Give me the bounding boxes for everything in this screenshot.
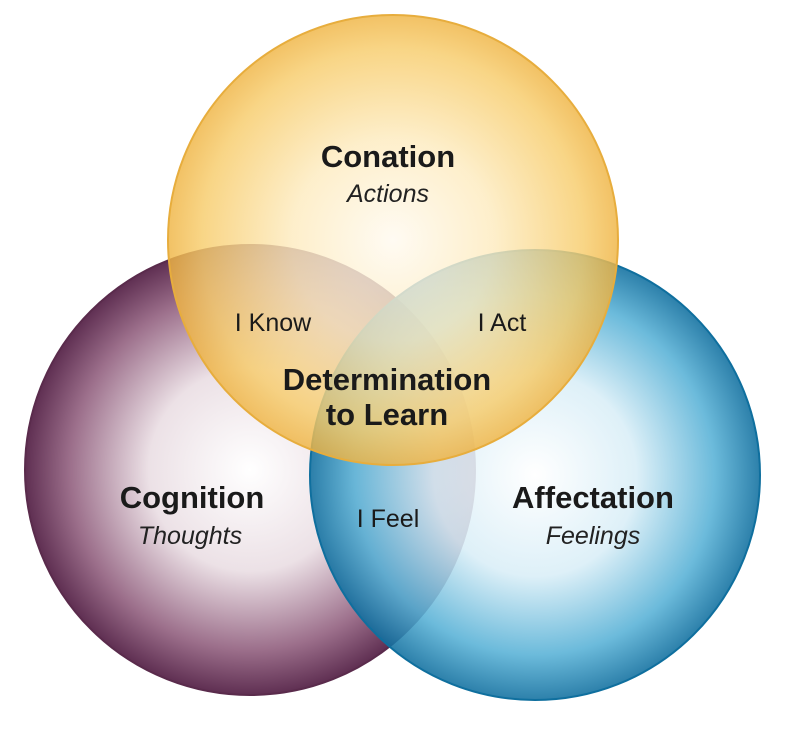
overlap-label-feel: I Feel [357, 505, 420, 533]
overlap-label-know: I Know [235, 309, 312, 337]
affectation-subtitle: Feelings [546, 522, 641, 550]
center-label-line1: Determination [283, 362, 491, 397]
affectation-title: Affectation [512, 480, 674, 515]
conation-subtitle: Actions [345, 180, 429, 208]
conation-title: Conation [321, 139, 455, 174]
overlap-label-act: I Act [478, 309, 527, 337]
cognition-subtitle: Thoughts [138, 522, 242, 550]
cognition-title: Cognition [120, 480, 265, 515]
conation-circle [167, 14, 619, 466]
center-label-line2: to Learn [326, 397, 448, 432]
